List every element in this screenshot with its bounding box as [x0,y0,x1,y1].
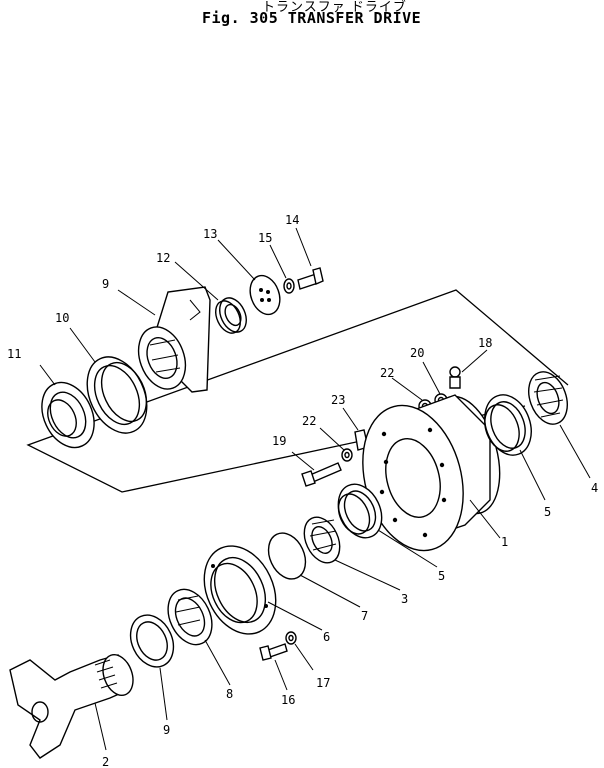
callout-23: 23 [331,393,345,407]
cover-part-6 [203,545,277,635]
callout-6: 6 [323,630,330,644]
washer-part-18 [285,631,297,645]
assembly-bracket [26,289,569,493]
bearing-part-12 [41,381,95,449]
callout-7: 7 [361,609,368,623]
bolt-part-15 [297,267,324,290]
seal-ring-part-9 [129,614,175,668]
title-japanese: トランスファ ドライブ [262,0,407,15]
bearing-cup-part-11 [86,356,148,434]
bearing-cone-part-4 [528,371,568,425]
callout-18: 17 [316,676,330,690]
bolt-part-20 [301,462,342,487]
callout-19: 18 [478,336,492,350]
callout-20: 19 [272,434,286,448]
bearing-part-8 [167,588,213,646]
callout-4: 4 [591,481,598,495]
bearing-cone-part-3 [303,516,341,564]
callout-22-lower: 22 [302,414,316,428]
callout-10: 9 [102,277,109,291]
housing-part-1 [362,394,501,552]
callout-11: 10 [55,311,69,325]
callout-17: 16 [281,693,295,707]
o-ring-part-7 [267,532,307,580]
callout-22-upper: 22 [380,366,394,380]
callout-16: 15 [258,231,272,245]
leader-lines [39,227,591,751]
grease-fitting-part-19 [449,366,461,389]
washer-plate-part-14 [249,274,281,316]
callout-13: 12 [156,251,170,265]
callout-14: 13 [203,227,217,241]
washer-part-22-lower [341,448,353,462]
callout-8: 8 [226,687,233,701]
callout-1: 1 [501,535,508,549]
callout-15: 14 [285,213,299,227]
callout-21: 20 [410,346,424,360]
seal-part-13 [215,297,247,334]
yoke-part-10 [137,286,211,393]
callout-12: 11 [7,347,21,361]
washer-part-16 [283,278,295,294]
callout-3: 3 [401,592,408,606]
callout-2: 2 [102,755,109,768]
callout-5-upper: 5 [544,505,551,519]
bearing-cup-part-5-lower [337,483,383,539]
figure-title: Fig. 305 TRANSFER DRIVE [202,9,422,27]
bearing-cup-part-5-upper [484,394,532,456]
callout-5-lower: 5 [438,569,445,583]
shaft-yoke-part-2 [9,653,134,759]
callout-9: 9 [163,723,170,737]
bolt-part-17 [259,643,288,661]
